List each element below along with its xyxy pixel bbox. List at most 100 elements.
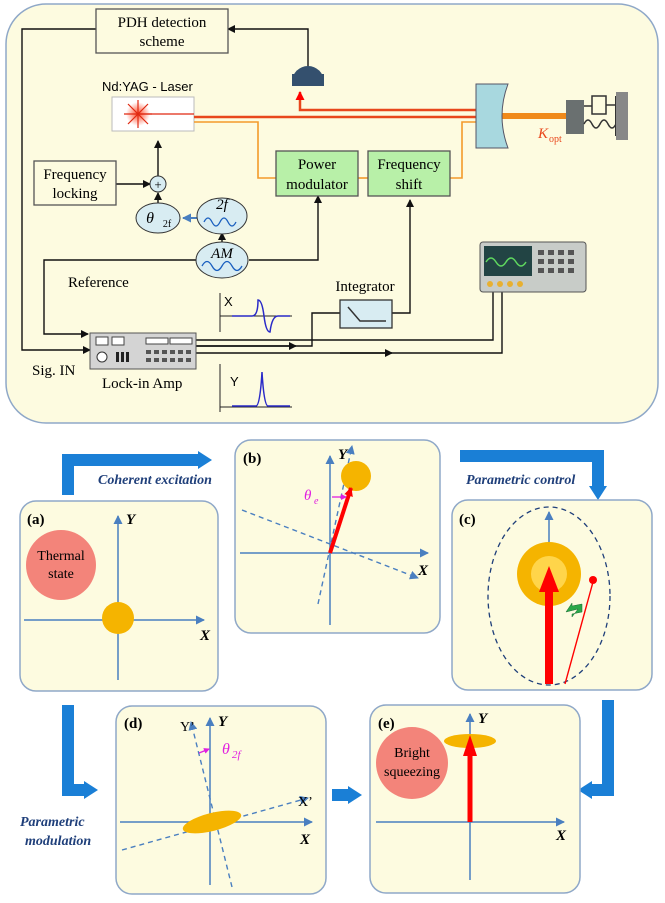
panel-b-x-label: X (417, 563, 429, 579)
frequency-shift-box: Frequency shift (367, 150, 451, 197)
laser-beams (194, 91, 566, 179)
panel-d-yp-label: Y’ (180, 720, 195, 735)
arrow-c-to-e (578, 700, 614, 799)
label-parametric-control: Parametric control (466, 473, 575, 488)
squeezed-thermal-ellipse (182, 810, 242, 834)
thermal-label-2: state (48, 567, 74, 582)
theta-2f-arrow (198, 748, 210, 754)
label-parametric-2: modulation (25, 834, 91, 849)
y-signal-trace: Y (219, 364, 292, 412)
panel-a-y-label: Y (126, 512, 137, 528)
laser-label: Nd:YAG - Laser (102, 79, 193, 94)
pdh-detection-box: PDH detection scheme (95, 8, 229, 54)
am-label: AM (210, 246, 234, 262)
panel-e-x-label: X (555, 828, 567, 844)
beam-pump-1 (194, 121, 276, 179)
theta-2f-symbol: θ (146, 210, 154, 227)
power-modulator-box: Power modulator (275, 150, 359, 197)
control-red-line (564, 581, 594, 685)
flow-arrows (62, 450, 614, 804)
arrow-coherent (62, 451, 212, 495)
k-opt-symbol: K (537, 126, 549, 142)
panel-d-y-label: Y (218, 714, 229, 730)
lockin-amplifier-icon (89, 332, 197, 370)
arrow-parametric-mod (62, 705, 98, 799)
oscilloscope-icon (479, 241, 587, 293)
x-trace-label: X (224, 294, 233, 309)
green-arrow-icon (565, 602, 583, 618)
panel-b-tag: (b) (243, 451, 261, 467)
phase-shifter: θ 2f (135, 202, 181, 234)
beam-pump-2 (450, 121, 478, 179)
mechanical-resonator-icon (566, 92, 628, 140)
panel-d-xp-label: X’ (298, 795, 313, 810)
integrator-label: Integrator (335, 279, 394, 295)
theta-e-subscript: e (314, 496, 319, 507)
bright-squeezing-circle (376, 727, 448, 799)
frequency-locking-box: Frequency locking (33, 160, 117, 206)
panel-d-x-label: X (299, 832, 311, 848)
squeeze-ellipse (487, 506, 611, 686)
sig-in-label: Sig. IN (32, 363, 76, 379)
x-signal-trace: X (219, 293, 292, 333)
thermal-label-1: Thermal (37, 549, 85, 564)
freq-shift-label-1: Frequency (377, 157, 441, 173)
theta-2f-panel-subscript: 2f (232, 749, 243, 761)
theta-2f-subscript: 2f (163, 219, 172, 230)
panel-c: (c) (451, 499, 653, 691)
reference-label: Reference (68, 275, 129, 291)
wire-lockin-to-scope-2 (196, 292, 494, 341)
label-coherent-excitation: Coherent excitation (98, 473, 212, 488)
k-opt-subscript: opt (549, 134, 562, 145)
coherent-blob (341, 461, 371, 491)
two-f-label: 2f (216, 197, 230, 213)
wire-detector-to-pdh (227, 25, 309, 74)
am-oscillator: AM (195, 241, 249, 279)
panel-e-y-label: Y (478, 711, 489, 727)
panel-a-tag: (a) (27, 512, 45, 528)
theta-e-symbol: θ (304, 488, 312, 504)
signal-wires (21, 25, 503, 357)
freq-shift-label-2: shift (396, 177, 424, 193)
integrator-icon (339, 299, 393, 329)
bright-label-1: Bright (394, 746, 430, 761)
power-mod-label-1: Power (298, 157, 336, 173)
panel-a-x-label: X (199, 628, 211, 644)
thermal-state-circle (26, 530, 96, 600)
laser-icon (111, 96, 195, 132)
freq-lock-label-2: locking (53, 186, 98, 202)
panel-e-tag: (e) (378, 716, 395, 732)
two-f-oscillator: 2f (196, 197, 248, 235)
panel-d: (d) Y Y’ X’ X θ 2f (115, 705, 327, 895)
thermal-blob (102, 602, 134, 634)
lockin-label: Lock-in Amp (102, 376, 182, 392)
y-trace-label: Y (230, 374, 239, 389)
wire-am-to-powermod (249, 195, 322, 261)
theta-2f-panel-symbol: θ (222, 741, 230, 758)
arrow-parametric-control (460, 450, 607, 500)
summing-junction: + (149, 175, 167, 193)
bright-label-2: squeezing (384, 765, 440, 780)
pdh-label-2: scheme (140, 34, 185, 50)
wire-reference (43, 259, 202, 338)
label-parametric-1: Parametric (20, 815, 85, 830)
setup-panel: PDH detection scheme Nd:YAG - Laser (5, 3, 659, 424)
plus-sign: + (154, 177, 161, 192)
wire-integrator-to-shift (392, 199, 414, 314)
panel-d-tag: (d) (124, 716, 142, 732)
pdh-label-1: PDH detection (118, 15, 207, 31)
panel-d-rot-y (188, 721, 233, 888)
power-mod-label-2: modulator (286, 177, 348, 193)
panel-a: (a) Y X Thermal state (19, 500, 219, 692)
panel-e: (e) Y X Bright squeezing (369, 704, 581, 894)
photodetector-icon (292, 66, 324, 86)
cavity-mirror-icon (475, 83, 509, 149)
panel-b-y-label: Y (338, 447, 349, 463)
wire-lockin-to-scope-1 (196, 292, 503, 354)
coherent-red-arrow (328, 487, 353, 554)
panel-b: (b) Y X θ e (234, 439, 441, 634)
panel-c-tag: (c) (459, 512, 476, 528)
beam-reflected (298, 98, 478, 112)
